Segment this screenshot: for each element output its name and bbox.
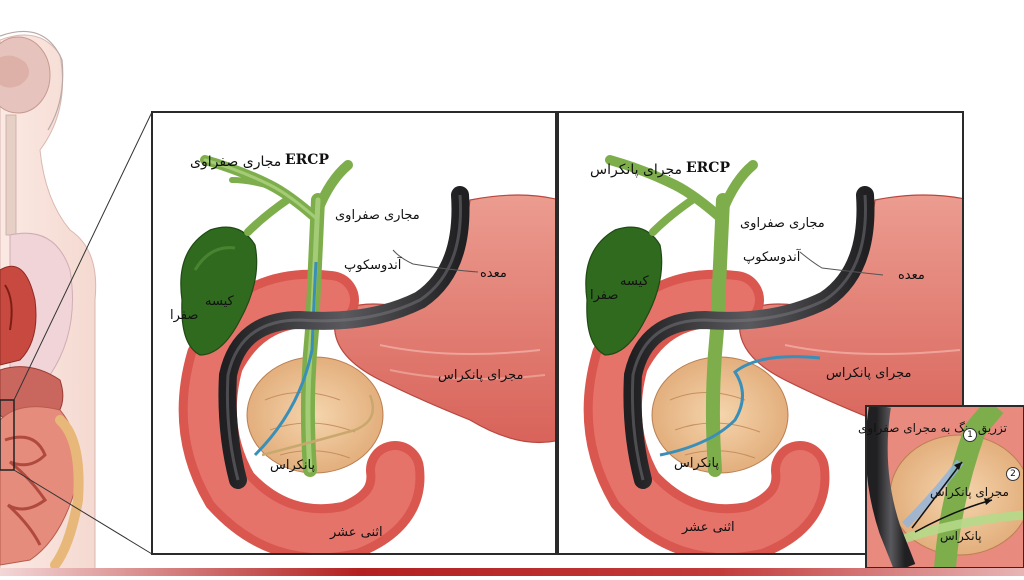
right-pancreatic-duct-label: مجرای پانکراس [826,366,912,381]
left-gallbladder-label-2: صفرا [170,308,199,323]
left-panel-illustration [152,112,556,554]
zoom-line-bottom [13,469,153,555]
left-stomach-label: معده [480,266,507,281]
right-duodenum-label: اثنی عشر [682,520,735,535]
left-title-bile-ducts: مجاری صفراوی [190,154,282,170]
right-panel-frame [557,111,964,555]
left-pancreatic-duct-label: مجرای پانکراس [438,368,524,383]
left-pancreas-label: پانکراس [270,458,316,473]
right-title-ercp: ERCP [686,160,730,176]
bottom-color-band [0,568,1024,576]
right-title-pancreatic-duct: مجرای پانکراس [590,162,683,178]
inset-pancreas-label: پانکراس [940,529,982,543]
left-bile-ducts-label: مجاری صفراوی [335,208,420,223]
inset-illustration [866,406,1024,568]
body-figure [0,30,97,577]
left-title-ercp: ERCP [285,152,329,168]
left-gallbladder-label-1: کیسه [205,294,234,309]
right-gallbladder-label-1: کیسه [620,274,649,289]
right-endoscope-label: آندوسکوپ [743,250,801,265]
right-gallbladder-label-2: صفرا [590,288,619,303]
right-pancreas-label: پانکراس [674,456,720,471]
zoom-line-top [13,111,153,401]
left-panel-frame [151,111,557,555]
right-bile-duct-label: مجاری صفراوی [740,216,825,231]
left-duodenum-label: اثنی عشر [330,525,383,540]
right-panel-illustration [558,112,963,554]
left-endoscope-label: آندوسکوپ [344,258,402,273]
right-stomach-label: معده [898,268,925,283]
inset-pancreatic-duct-label: مجرای پانکراس [930,485,1009,499]
inset-dye-injection-label: تزریق رنگ به مجرای صفراوی [858,421,1007,435]
inset-step-2: 2 [1006,467,1020,481]
inset-step-1: 1 [963,428,977,442]
